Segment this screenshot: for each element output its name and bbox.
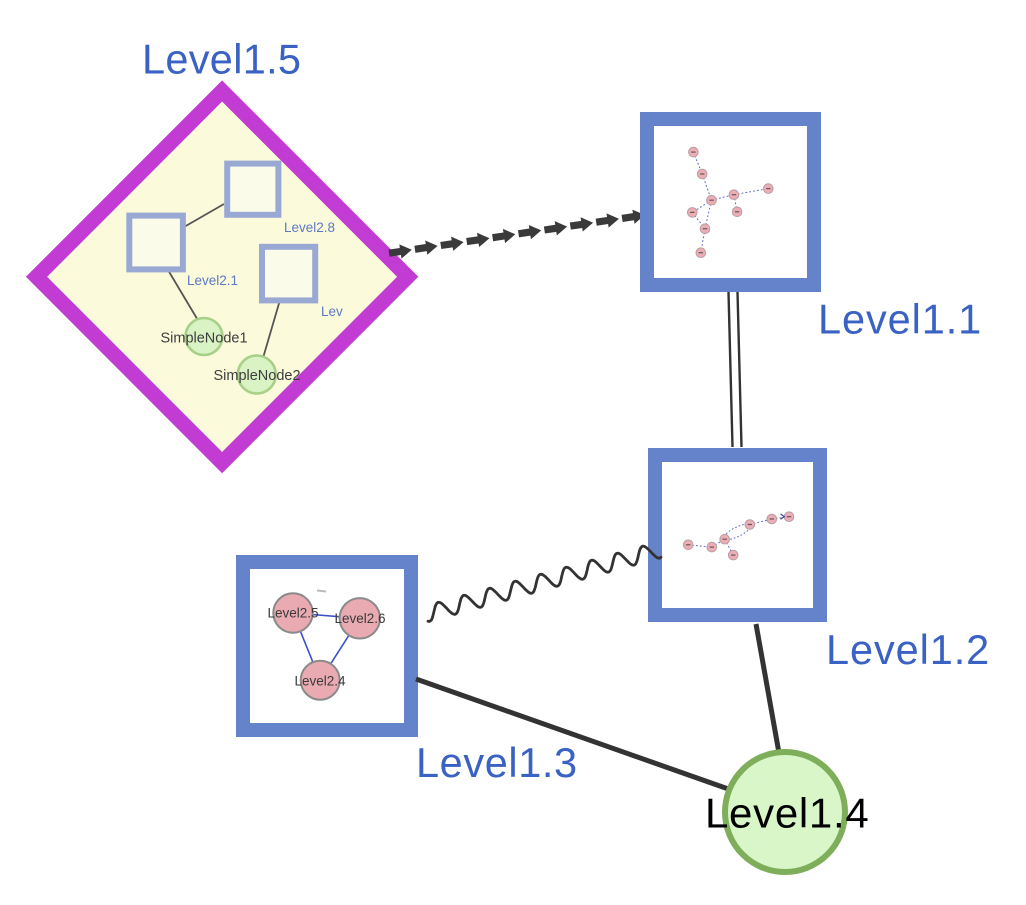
svg-text:SimpleNode1: SimpleNode1: [160, 331, 247, 347]
svg-text:Level2.8: Level2.8: [284, 220, 335, 235]
svg-text:SimpleNode2: SimpleNode2: [213, 368, 300, 384]
svg-text:Level1.4: Level1.4: [705, 790, 869, 837]
svg-text:Level2.5: Level2.5: [267, 606, 318, 621]
svg-text:Level2.4: Level2.4: [294, 674, 346, 689]
svg-text:Level2.1: Level2.1: [187, 273, 238, 288]
svg-text:Level1.5: Level1.5: [142, 36, 301, 83]
svg-text:Level2.6: Level2.6: [334, 611, 385, 626]
svg-text:Level1.1: Level1.1: [818, 296, 982, 343]
svg-text:Level1.2: Level1.2: [826, 626, 990, 673]
svg-text:Lev: Lev: [321, 304, 343, 319]
svg-text:Level1.3: Level1.3: [416, 739, 578, 786]
